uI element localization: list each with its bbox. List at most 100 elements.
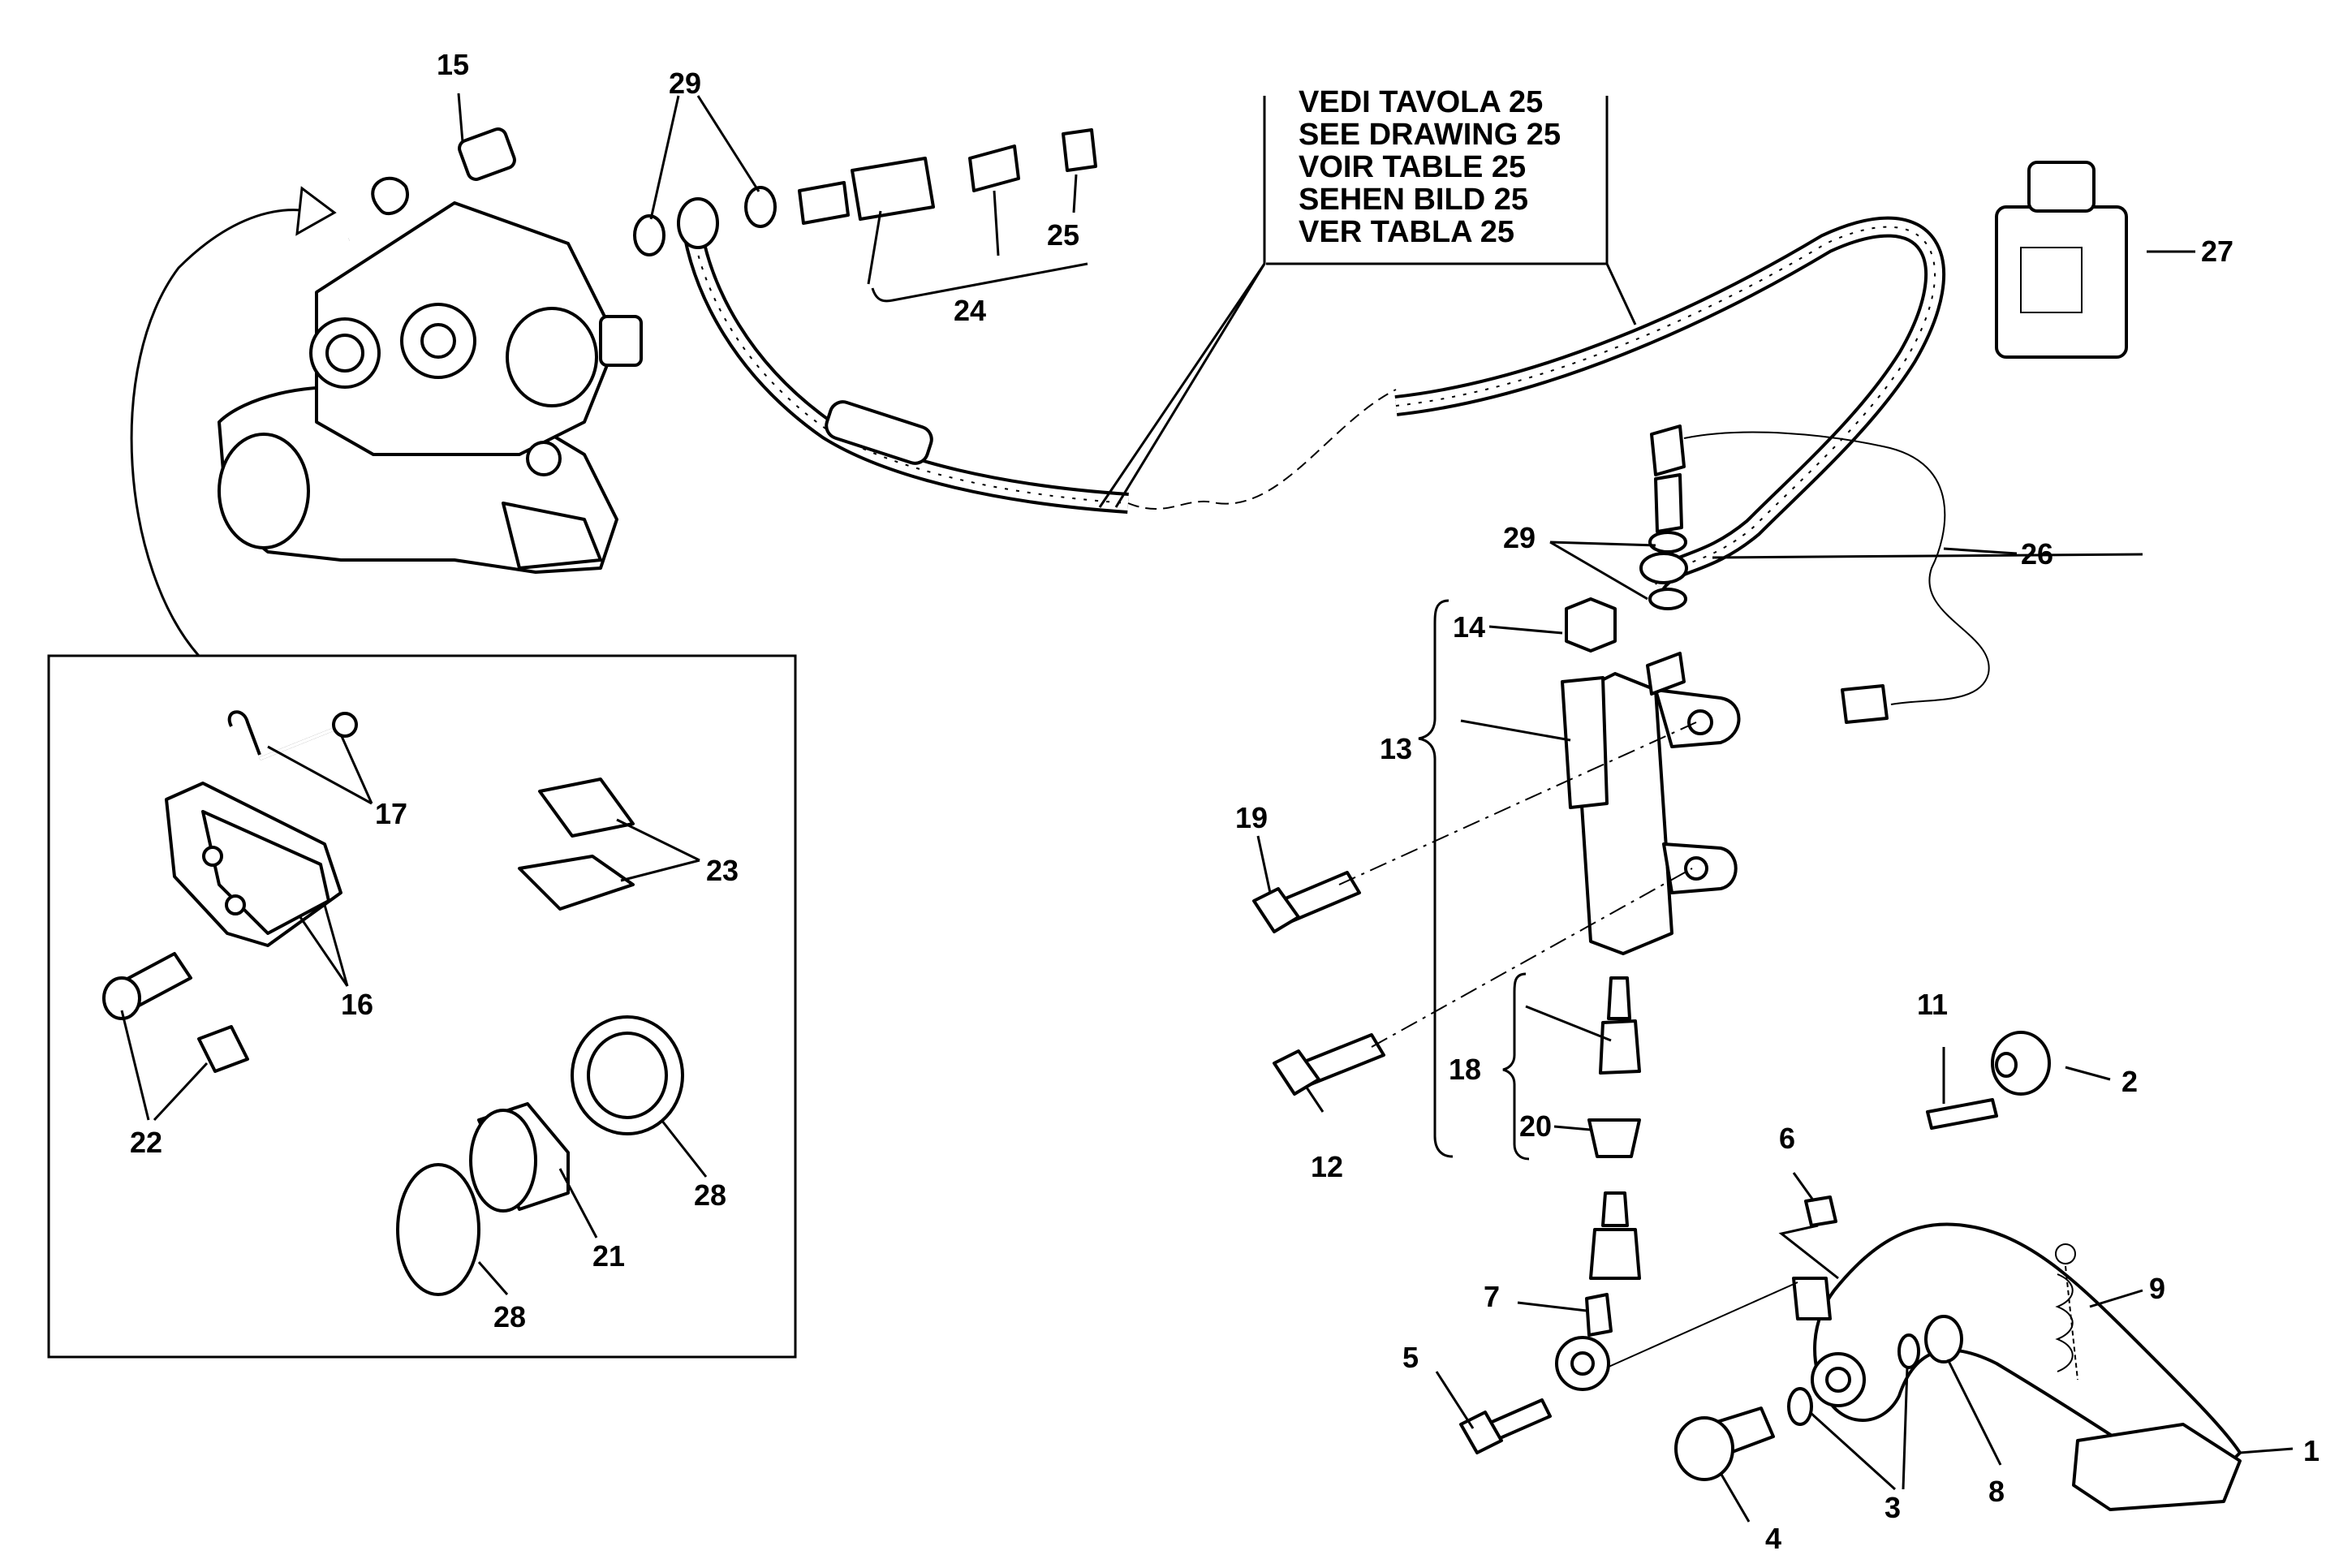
switch-thread xyxy=(1654,473,1683,533)
bottle-body xyxy=(1995,205,2128,359)
master-cylinder xyxy=(1561,531,1741,955)
hose-continuation-dashed xyxy=(1127,500,1218,510)
nut-6 xyxy=(1804,1195,1837,1227)
caliper-cylinder-right xyxy=(506,307,598,407)
callout-13: 13 xyxy=(1380,732,1412,765)
callout-23: 23 xyxy=(706,854,739,887)
brake-hose xyxy=(679,209,1945,592)
callout-1: 1 xyxy=(2303,1434,2320,1467)
caliper-piston-bore xyxy=(218,433,310,549)
brake-caliper xyxy=(218,127,643,574)
bumper-2 xyxy=(1991,1031,2051,1096)
pedal-tread-1 xyxy=(2072,1423,2242,1511)
bleeder-cap-25 xyxy=(1062,128,1097,172)
callout-5: 5 xyxy=(1402,1341,1419,1374)
note-line-de: SEHEN BILD 25 xyxy=(1299,183,1528,217)
callout-16: 16 xyxy=(341,988,373,1021)
switch-body xyxy=(1650,424,1686,476)
callout-20: 20 xyxy=(1519,1109,1552,1143)
cylinder-plug-14 xyxy=(1565,597,1617,653)
callout-14: 14 xyxy=(1453,610,1485,644)
callout-29-master: 29 xyxy=(1503,521,1536,554)
pedal-clevis-arm xyxy=(1792,1277,1832,1320)
callout-26: 26 xyxy=(2021,537,2053,571)
washer-29-a xyxy=(633,214,665,256)
washer-29-d xyxy=(1648,588,1687,610)
callout-18: 18 xyxy=(1449,1053,1481,1086)
pushrod-rod xyxy=(1589,1228,1641,1280)
washer-8 xyxy=(1924,1315,1963,1363)
callout-21: 21 xyxy=(592,1239,625,1273)
switch-cable xyxy=(1683,431,1990,705)
callout-8: 8 xyxy=(1988,1475,2005,1508)
callout-22: 22 xyxy=(130,1126,162,1159)
note-line-it: VEDI TAVOLA 25 xyxy=(1299,85,1543,119)
cylinder-reservoir-port xyxy=(1561,676,1609,809)
bleeder-thread xyxy=(798,181,850,225)
banjo-fitting-2 xyxy=(1639,552,1688,584)
callout-25: 25 xyxy=(1047,218,1079,252)
clevis-7 xyxy=(1585,1293,1613,1337)
bolt-11 xyxy=(1926,1098,1998,1130)
brace-13 xyxy=(1418,599,1454,1158)
caliper-parts-inset xyxy=(47,186,797,1359)
bleeder-body-24 xyxy=(851,157,935,221)
bottle-cap xyxy=(2027,161,2096,213)
callout-7: 7 xyxy=(1484,1280,1500,1313)
bushing-22-b xyxy=(197,1025,249,1073)
reference-note: VEDI TAVOLA 25 SEE DRAWING 25 VOIR TABLE… xyxy=(1299,85,1561,249)
callout-15: 15 xyxy=(437,48,469,81)
caliper-slot xyxy=(502,502,602,570)
pushrod-assembly xyxy=(1555,976,1641,1391)
callout-9: 9 xyxy=(2149,1272,2165,1305)
leader-lines xyxy=(120,93,2294,1523)
brake-pad-friction xyxy=(201,810,330,935)
callout-27: 27 xyxy=(2201,235,2233,268)
callout-29-caliper: 29 xyxy=(669,67,701,100)
banjo-fitting xyxy=(677,197,719,249)
pad-spring-23-a xyxy=(538,778,635,838)
bolt-12-head xyxy=(1273,1049,1320,1096)
brake-pedal xyxy=(1674,1222,2242,1511)
braces xyxy=(1418,599,1530,1161)
switch-connector xyxy=(1841,684,1889,724)
inset-arrow-head xyxy=(295,186,337,236)
callout-17: 17 xyxy=(375,797,407,830)
bottle-label xyxy=(2020,247,2083,313)
bolt-5-head xyxy=(1459,1411,1503,1454)
note-line-fr: VOIR TABLE 25 xyxy=(1299,150,1526,184)
pad-clip-17 xyxy=(227,710,261,756)
circlip-3a xyxy=(1897,1333,1920,1369)
caliper-fittings xyxy=(633,128,1097,303)
bolts xyxy=(1252,871,2051,1454)
callout-12: 12 xyxy=(1311,1150,1343,1183)
pad-spring-23-b xyxy=(518,855,635,911)
note-line-en: SEE DRAWING 25 xyxy=(1299,118,1561,152)
circlip-3b xyxy=(1787,1387,1813,1426)
callout-6: 6 xyxy=(1779,1122,1795,1155)
bracket-24 xyxy=(871,262,1088,303)
washer-29-c xyxy=(1648,531,1687,554)
callout-28-ring: 28 xyxy=(493,1300,526,1333)
dust-boot-20 xyxy=(1587,1118,1641,1158)
note-line-es: VER TABLA 25 xyxy=(1299,215,1514,249)
brake-fluid-bottle xyxy=(1995,161,2128,359)
bleeder-screw-24 xyxy=(968,144,1020,192)
callout-24: 24 xyxy=(954,294,986,327)
return-spring-9 xyxy=(2065,1265,2078,1381)
inset-arrow-line xyxy=(130,209,317,657)
inset-frame xyxy=(47,654,797,1359)
callout-3: 3 xyxy=(1884,1491,1901,1524)
callout-labels: 1 2 3 4 5 6 7 8 9 11 12 13 14 15 16 17 1… xyxy=(130,48,2320,1555)
brake-light-switch xyxy=(1650,424,1990,724)
callout-28-seal: 28 xyxy=(694,1178,726,1212)
seal-28-b xyxy=(396,1163,480,1296)
pushrod-18 xyxy=(1599,1019,1641,1075)
brace-18 xyxy=(1502,972,1530,1161)
callout-19: 19 xyxy=(1235,801,1268,834)
inset-parts xyxy=(102,710,684,1296)
hose-sleeve xyxy=(825,400,933,465)
washer-29-b xyxy=(744,186,777,228)
